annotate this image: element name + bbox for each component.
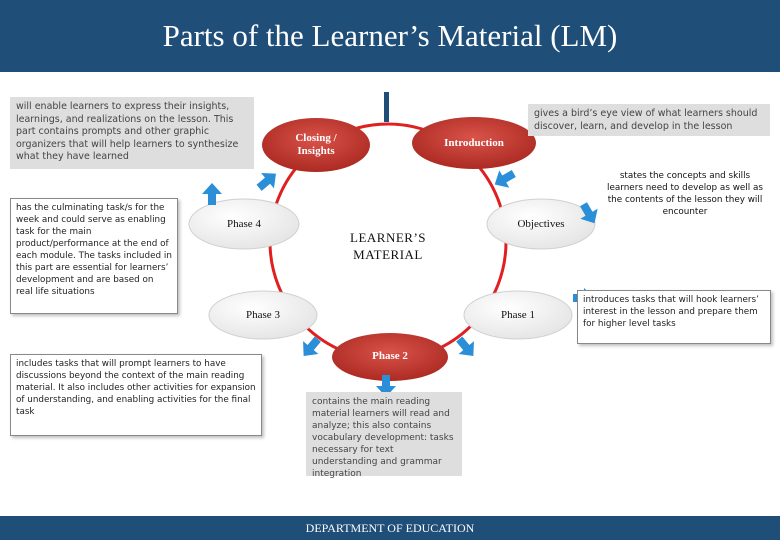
phase1-description: introduces tasks that will hook learners…: [577, 290, 771, 344]
objectives-description: states the concepts and skills learners …: [607, 171, 763, 217]
phase3-label: Phase 3: [246, 309, 280, 321]
arrow-phase4: [202, 183, 222, 205]
center-title: LEARNER’S MATERIAL: [350, 230, 426, 262]
phase2-label: Phase 2: [372, 350, 408, 362]
phase4-label: Phase 4: [227, 218, 261, 230]
arrow-introduction: [494, 170, 516, 188]
phase2-node: [332, 333, 448, 381]
arrow-phase1-lower: [456, 336, 474, 356]
arrow-objectives: [580, 202, 598, 224]
introduction-description: gives a bird’s eye view of what learners…: [528, 104, 770, 136]
footer: DEPARTMENT OF EDUCATION: [0, 516, 780, 540]
phase1-node: [463, 290, 573, 340]
arrow-phase2: [376, 375, 396, 397]
objectives-node: [486, 198, 596, 250]
closing-label: Closing / Insights: [295, 132, 337, 157]
arrow-closing: [256, 173, 276, 191]
phase4-description: has the culminating task/s for the week …: [10, 198, 178, 314]
phase3-node: [208, 290, 318, 340]
closing-node: [262, 118, 370, 172]
phase4-node: [188, 198, 300, 250]
introduction-node: [412, 117, 536, 169]
slide-title: Parts of the Learner’s Material (LM): [0, 0, 780, 72]
introduction-label: Introduction: [444, 137, 504, 149]
phase1-label: Phase 1: [501, 309, 535, 321]
phase2-description: contains the main reading material learn…: [306, 392, 462, 479]
objectives-label: Objectives: [517, 218, 565, 230]
arrow-phase3: [303, 336, 321, 356]
top-connector: [384, 92, 389, 122]
closing-description: will enable learners to express their in…: [10, 97, 254, 169]
phase3-description: includes tasks that will prompt learners…: [10, 354, 262, 436]
